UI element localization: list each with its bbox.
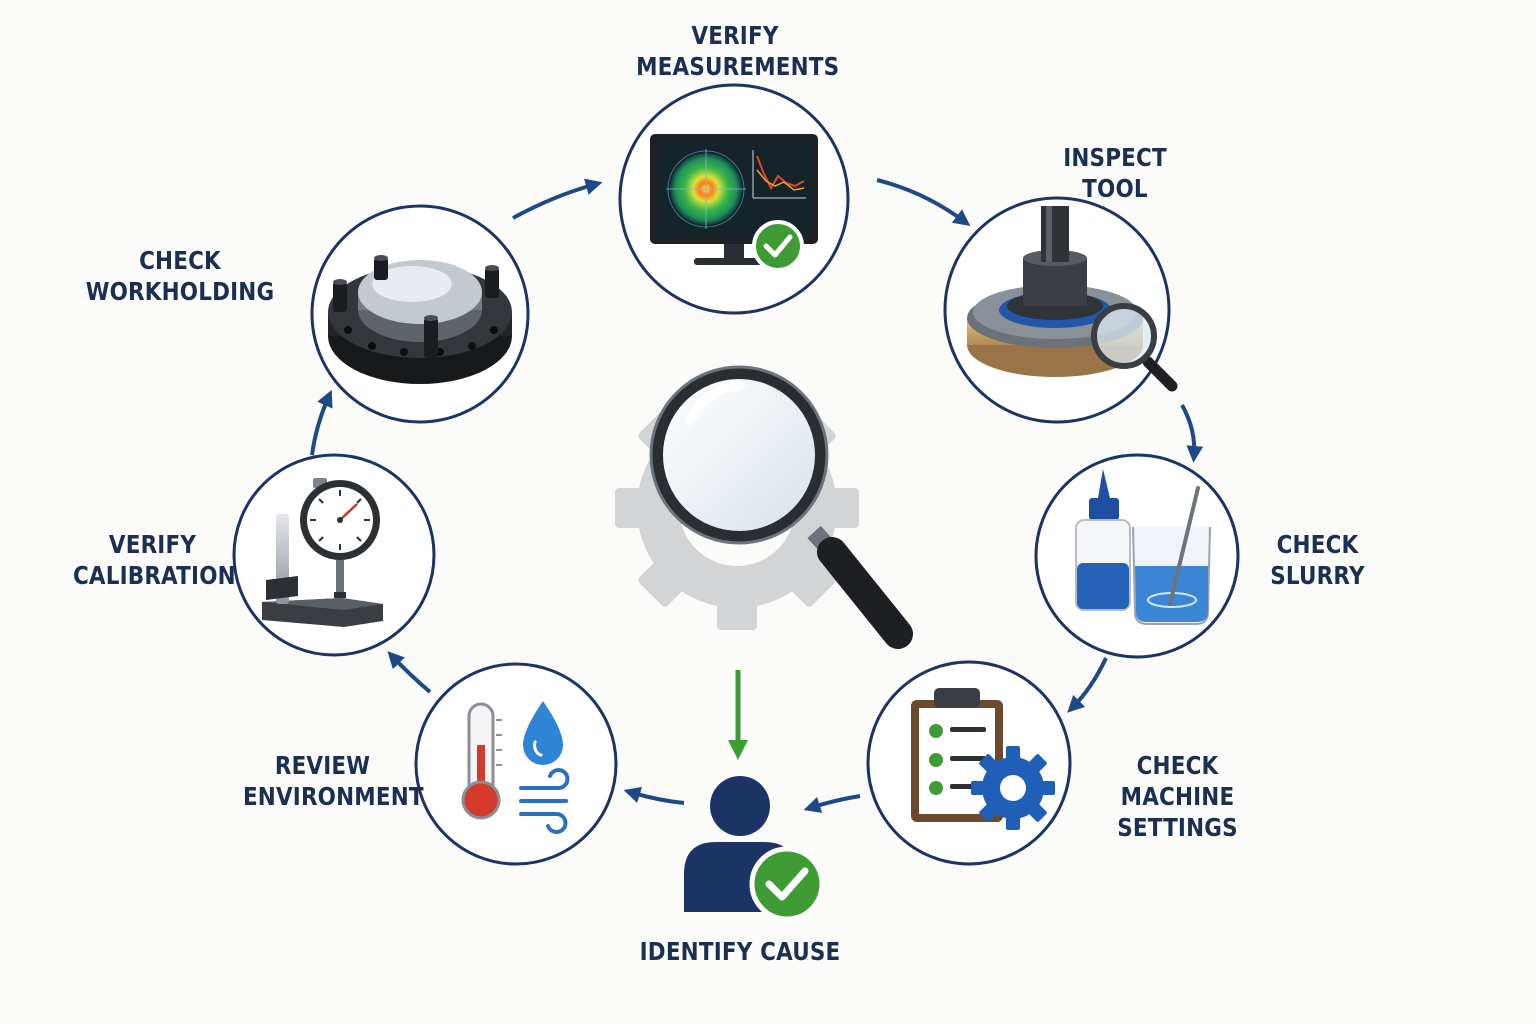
- arrow-cause-to-environment: [623, 786, 685, 805]
- arrow-environment-to-calibration: [387, 651, 432, 694]
- polishing-tool-magnifier-icon: [967, 206, 1178, 392]
- magnifier-gear-icon: [615, 365, 913, 649]
- slurry-bottle-beaker-icon: [1075, 469, 1211, 625]
- step-label-tool: INSPECT TOOL: [1033, 142, 1196, 204]
- step-label-slurry: CHECK SLURRY: [1242, 529, 1393, 591]
- step-label-line: WORKHOLDING: [85, 277, 275, 306]
- checklist-gear-icon: [911, 688, 1055, 830]
- step-label-line: VERIFY: [108, 530, 197, 559]
- step-label-line: CHECK: [139, 246, 221, 275]
- arrow-slurry-to-machine: [1067, 657, 1108, 713]
- person-check-icon: [684, 776, 825, 922]
- step-label-line: CHECK: [1276, 530, 1359, 559]
- step-label-line: VERIFY: [691, 21, 779, 50]
- outcome-label-line: IDENTIFY CAUSE: [639, 937, 841, 966]
- step-circle-environment: [414, 662, 618, 866]
- step-label-calibration: VERIFY CALIBRATION: [72, 529, 236, 591]
- arrow-workholding-to-measurements: [512, 178, 603, 220]
- step-label-line: ENVIRONMENT: [242, 782, 424, 811]
- arrow-tool-to-slurry: [1180, 404, 1204, 463]
- step-label-line: MEASUREMENTS: [636, 52, 840, 81]
- step-label-machine: CHECK MACHINE SETTINGS: [1098, 750, 1257, 843]
- arrow-machine-to-cause: [803, 794, 861, 813]
- step-label-environment: REVIEW ENVIRONMENT: [242, 750, 424, 812]
- monitor-heatmap-icon: [650, 134, 818, 272]
- outcome-label: IDENTIFY CAUSE: [628, 936, 852, 967]
- step-label-line: REVIEW: [274, 751, 371, 780]
- step-label-line: INSPECT: [1063, 143, 1167, 172]
- step-label-line: MACHINE: [1120, 782, 1235, 811]
- step-label-line: CHECK: [1136, 751, 1219, 780]
- step-label-line: SLURRY: [1270, 561, 1365, 590]
- step-label-workholding: CHECK WORKHOLDING: [85, 245, 274, 307]
- dial-gauge-stand-icon: [262, 478, 383, 627]
- step-label-measurements: VERIFY MEASUREMENTS: [636, 20, 840, 82]
- step-label-line: SETTINGS: [1117, 813, 1238, 842]
- cycle-arrows: [310, 178, 1204, 813]
- step-label-line: TOOL: [1082, 174, 1148, 203]
- fixture-plate-icon: [328, 255, 512, 384]
- arrow-measurements-to-tool: [876, 178, 971, 227]
- thermometer-drop-wind-icon: [461, 701, 570, 834]
- step-label-line: CALIBRATION: [72, 561, 236, 590]
- arrow-calibration-to-workholding: [310, 389, 333, 456]
